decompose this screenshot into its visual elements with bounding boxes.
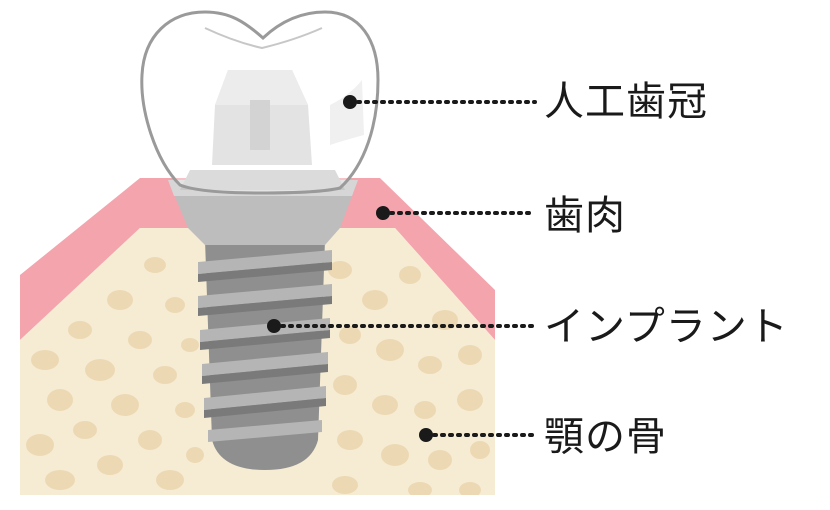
leader-lines	[267, 95, 537, 442]
label-artificial-crown: 人工歯冠	[544, 79, 708, 125]
jawbone-marker	[419, 428, 433, 442]
implant-screw	[198, 240, 332, 470]
crown-marker	[343, 95, 357, 109]
implant-collar	[168, 180, 358, 245]
abutment	[180, 70, 345, 190]
implant-marker	[267, 319, 281, 333]
label-implant: インプラント	[544, 304, 789, 350]
artificial-crown	[140, 10, 380, 195]
label-jawbone: 顎の骨	[544, 414, 667, 460]
gum	[20, 178, 495, 340]
gum-marker	[376, 206, 390, 220]
bone-texture	[26, 257, 490, 495]
label-gum: 歯肉	[544, 193, 626, 239]
